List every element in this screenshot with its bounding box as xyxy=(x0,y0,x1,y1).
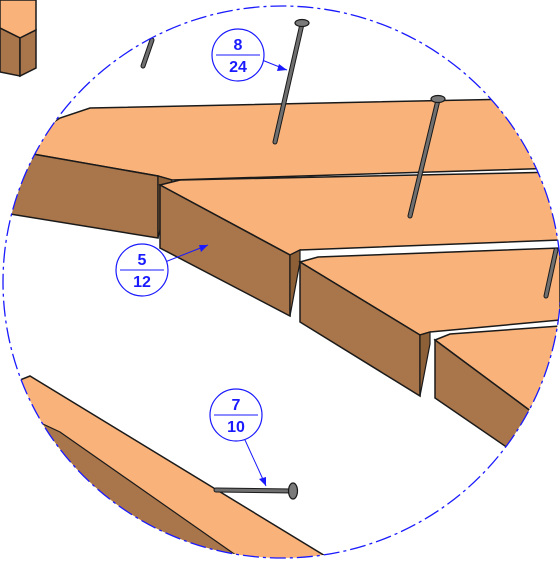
callout-balloon: 5 12 xyxy=(115,243,209,297)
callout-bottom-number: 24 xyxy=(229,59,247,76)
callout-balloon: 7 10 xyxy=(209,388,267,487)
nail xyxy=(140,37,155,69)
callout-balloon: 8 24 xyxy=(211,28,288,82)
outside-board-fragment xyxy=(0,0,37,78)
nail xyxy=(543,247,559,299)
callout-top-number: 5 xyxy=(138,252,147,269)
deck-board xyxy=(3,375,343,558)
nail xyxy=(272,18,310,145)
nail xyxy=(407,94,446,219)
deck-board xyxy=(157,171,560,318)
deck-board xyxy=(298,247,560,398)
deck-board xyxy=(433,325,560,472)
callout-top-number: 8 xyxy=(234,37,243,54)
callout-bottom-number: 12 xyxy=(133,274,151,291)
nail xyxy=(213,482,299,500)
callout-bottom-number: 10 xyxy=(227,419,245,436)
callout-top-number: 7 xyxy=(232,397,241,414)
detail-boundary-circle xyxy=(2,5,560,559)
